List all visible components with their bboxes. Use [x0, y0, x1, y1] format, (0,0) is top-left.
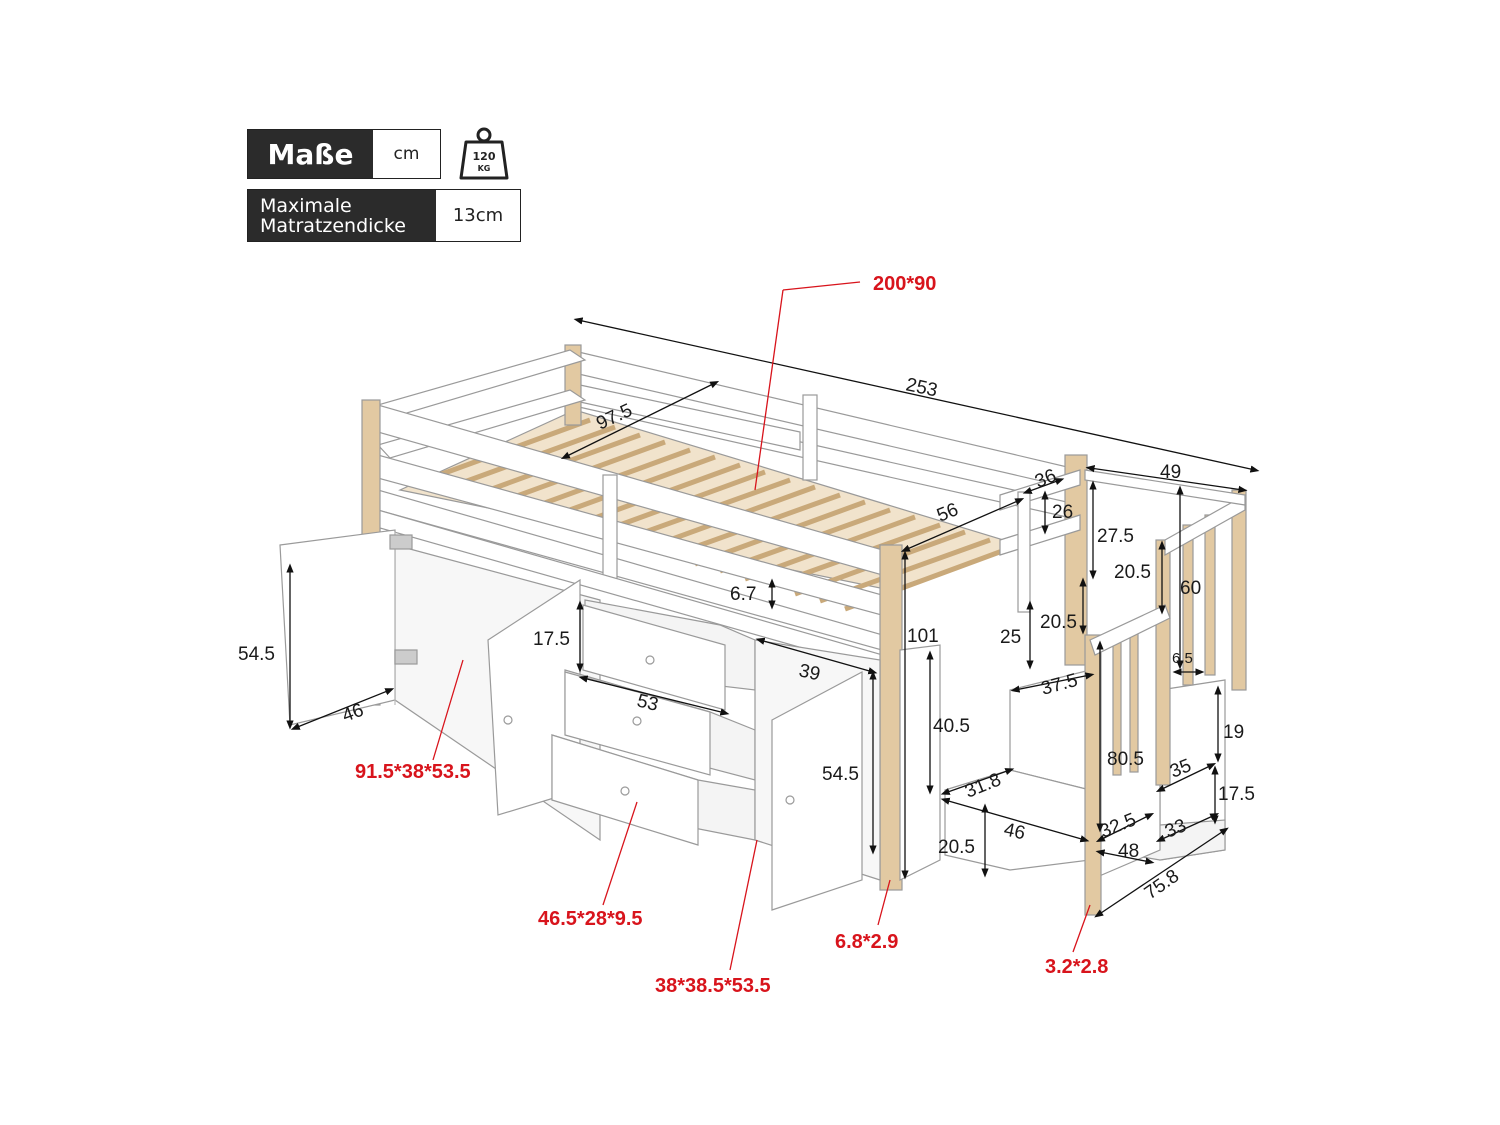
- dim-step-width-bottom: 46: [1002, 819, 1027, 844]
- stair-back-post: [1231, 489, 1247, 691]
- weight-unit: KG: [478, 164, 491, 173]
- callout-drawer: 46.5*28*9.5: [538, 908, 643, 930]
- callout-labels: 200*90 91.5*38*53.5 46.5*28*9.5 38*38.5*…: [355, 273, 1108, 997]
- left-cabinet-door: [279, 529, 396, 726]
- dim-cabinet-height-right: 54.5: [822, 764, 859, 785]
- mattress-label-line2: Matratzendicke: [260, 214, 406, 237]
- mattress-label-line1: Maximale: [260, 194, 352, 217]
- dim-total-length: 253: [904, 374, 939, 401]
- front-right-post: [879, 544, 903, 891]
- dim-post-gap: 6.5: [1172, 650, 1193, 667]
- dim-rail-height: 27.5: [1097, 526, 1134, 547]
- dim-shelf-height-upper: 19: [1223, 722, 1244, 743]
- dimension-lines: [286, 317, 1260, 918]
- mattress-thickness-box: Maximale Matratzendicke 13cm: [247, 189, 521, 242]
- dim-stair-step-lower: 20.5: [1040, 612, 1077, 633]
- mattress-label: Maximale Matratzendicke: [248, 190, 436, 241]
- callout-left-cabinet: 91.5*38*53.5: [355, 761, 471, 783]
- right-cabinet-door: [771, 671, 863, 911]
- dim-guard-height: 26: [1052, 502, 1073, 523]
- dim-stair-rail-upper: 20.5: [1114, 562, 1151, 583]
- title-label: Maße: [248, 130, 373, 178]
- stair-front-post: [1084, 634, 1102, 916]
- dim-shelf-height-lower: 17.5: [1218, 784, 1255, 805]
- dim-stair-base: 48: [1118, 841, 1139, 862]
- dim-bed-height: 101: [907, 626, 939, 647]
- weight-icon: 120 KG: [459, 127, 509, 180]
- dim-cabinet-depth-right: 39: [797, 660, 822, 685]
- mattress-value: 13cm: [452, 205, 504, 226]
- door-knob-icon: [503, 715, 513, 725]
- drawers: [551, 599, 756, 846]
- callout-right-cabinet: 38*38.5*53.5: [655, 975, 771, 997]
- dim-stair-length: 75.8: [1141, 866, 1183, 904]
- dim-under-height: 40.5: [933, 716, 970, 737]
- unit-label: cm: [393, 144, 420, 164]
- dim-stair-rail-total: 60: [1180, 578, 1201, 599]
- dim-cabinet-height-left: 54.5: [238, 644, 275, 665]
- dim-drawer-height: 17.5: [533, 629, 570, 650]
- callout-leaders: [432, 281, 1091, 971]
- hinge-icon: [389, 534, 413, 550]
- dim-stair-depth: 49: [1160, 462, 1181, 483]
- title-box: Maße cm: [247, 129, 441, 179]
- callout-post: 6.8*2.9: [835, 931, 898, 953]
- dim-drawer-width: 53: [635, 690, 661, 715]
- callout-mattress: 200*90: [873, 273, 936, 295]
- dim-step-25: 25: [1000, 627, 1021, 648]
- dim-step-height-bottom: 20.5: [938, 837, 975, 858]
- weight-value: 120: [473, 150, 496, 163]
- dim-stair-height: 80.5: [1107, 749, 1144, 770]
- callout-stair-post: 3.2*2.8: [1045, 956, 1108, 978]
- dim-slat-gap: 6.7: [730, 584, 756, 605]
